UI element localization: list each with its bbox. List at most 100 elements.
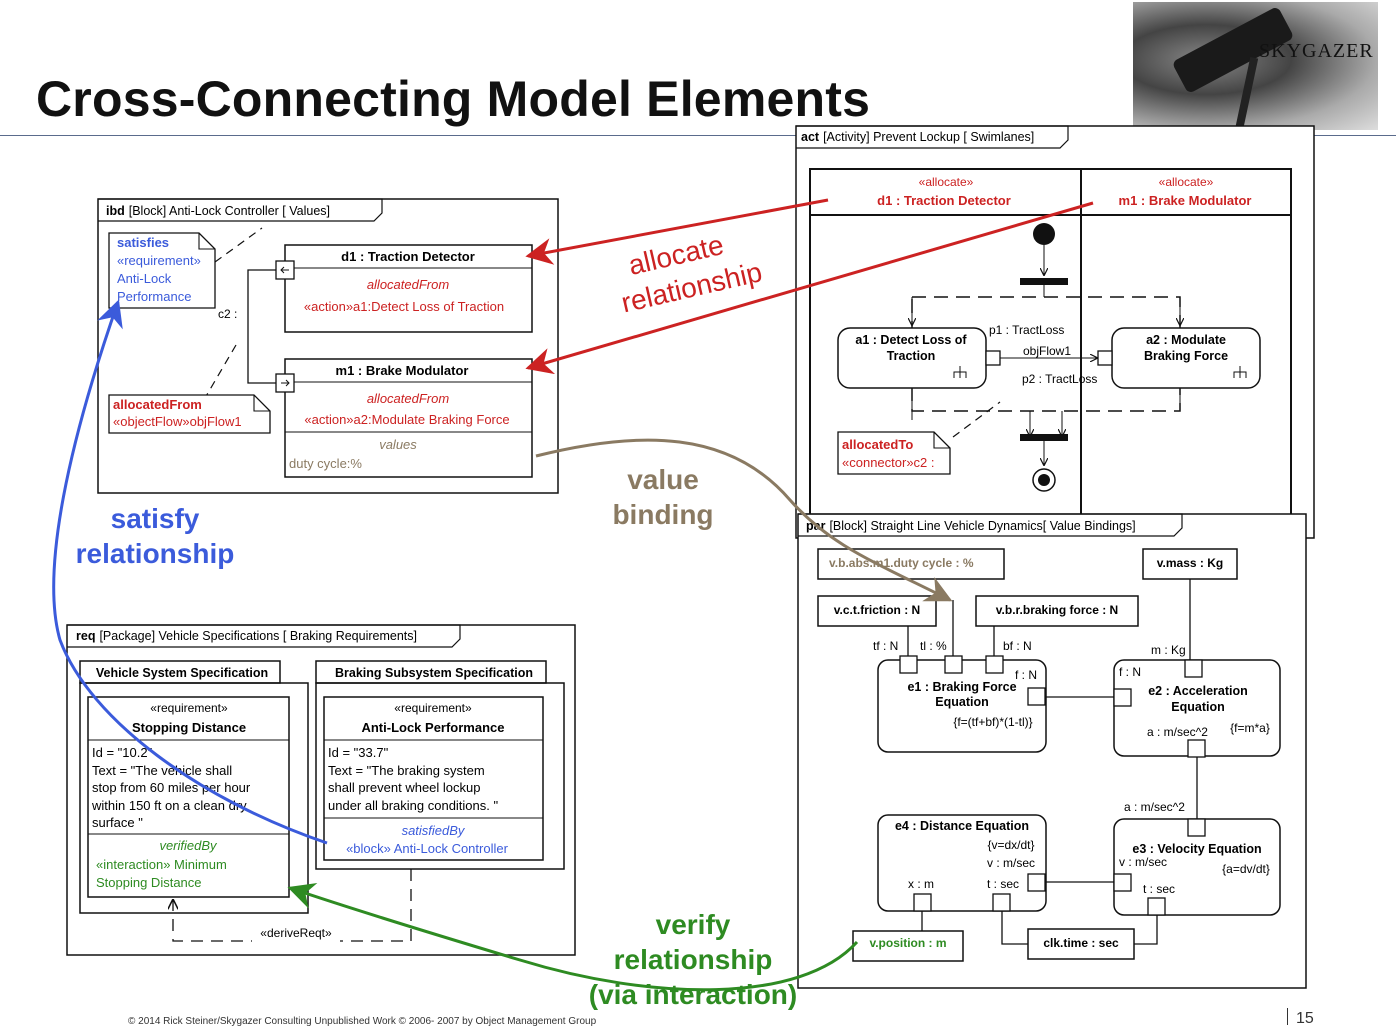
- svg-text:{a=dv/dt}: {a=dv/dt}: [1222, 862, 1270, 876]
- lane2-name: m1 : Brake Modulator: [1119, 193, 1252, 208]
- vct-property: v.c.t.friction : N: [834, 603, 920, 617]
- svg-text:e3 : Velocity Equation: e3 : Velocity Equation: [1132, 842, 1261, 856]
- allocate-arrow-m1: [525, 201, 1094, 375]
- allocate-arrow-d1: [525, 198, 829, 265]
- svg-text:surface ": surface ": [92, 815, 143, 830]
- ibd-part-m1: m1 : Brake Modulator allocatedFrom «acti…: [275, 358, 533, 478]
- svg-text:v : m/sec: v : m/sec: [1119, 855, 1167, 869]
- value-callout-line2: binding: [612, 499, 713, 530]
- svg-text:{f=m*a}: {f=m*a}: [1230, 721, 1270, 735]
- svg-text:Anti-Lock Performance: Anti-Lock Performance: [361, 720, 504, 735]
- svg-text:«requirement»: «requirement»: [394, 701, 472, 715]
- svg-text:e1 : Braking Force: e1 : Braking Force: [907, 680, 1016, 694]
- fork-bar: [1020, 278, 1068, 285]
- verify-callout-line3: (via interaction): [589, 979, 797, 1010]
- svg-text:tl : %: tl : %: [920, 639, 947, 653]
- action-a2: a2 : Modulate Braking Force: [1097, 327, 1261, 389]
- ibd-satisfies-note: satisfies «requirement» Anti-Lock Perfor…: [108, 232, 216, 309]
- svg-text:e4 : Distance Equation: e4 : Distance Equation: [895, 819, 1029, 833]
- svg-text:t : sec: t : sec: [1143, 882, 1175, 896]
- svg-text:Id = "33.7": Id = "33.7": [328, 745, 389, 760]
- bss-title: Braking Subsystem Specification: [335, 666, 533, 680]
- svg-text:{f=(tf+bf)*(1-tl)}: {f=(tf+bf)*(1-tl)}: [953, 715, 1032, 729]
- initial-node: [1033, 223, 1055, 245]
- svg-text:shall prevent wheel lockup: shall prevent wheel lockup: [328, 780, 480, 795]
- lane1-stereotype: «allocate»: [919, 175, 974, 189]
- svg-text:under all braking conditions.: under all braking conditions. ": [328, 798, 498, 813]
- svg-text:values: values: [379, 437, 417, 452]
- ibd-allocatedfrom-note: allocatedFrom «objectFlow»objFlow1: [108, 394, 271, 434]
- svg-text:Traction: Traction: [887, 349, 936, 363]
- svg-text:Text = "The braking system: Text = "The braking system: [328, 763, 485, 778]
- svg-text:within 150 ft on a clean dry: within 150 ft on a clean dry: [91, 798, 247, 813]
- lane1-name: d1 : Traction Detector: [877, 193, 1011, 208]
- requirement-anti-lock: «requirement» Anti-Lock Performance Id =…: [323, 696, 544, 861]
- act-diagram: act[Activity] Prevent Lockup [ Swimlanes…: [795, 125, 1315, 539]
- ibd-header: ibd[Block] Anti-Lock Controller [ Values…: [106, 204, 330, 218]
- pin-p1-label: p1 : TractLoss: [989, 323, 1064, 337]
- req-header: req[Package] Vehicle Specifications [ Br…: [76, 629, 417, 643]
- svg-text:allocatedFrom: allocatedFrom: [113, 397, 202, 412]
- svg-text:allocatedFrom: allocatedFrom: [367, 391, 450, 406]
- svg-text:a2 : Modulate: a2 : Modulate: [1146, 333, 1226, 347]
- svg-text:«requirement»: «requirement»: [117, 253, 201, 268]
- svg-text:duty cycle:%: duty cycle:%: [289, 456, 362, 471]
- svg-text:a1 : Detect Loss of: a1 : Detect Loss of: [855, 333, 967, 347]
- svg-text:satisfiedBy: satisfiedBy: [402, 823, 466, 838]
- verify-arrow: [287, 883, 859, 992]
- svg-text:«interaction» Minimum: «interaction» Minimum: [96, 857, 227, 872]
- join-bar: [1020, 434, 1068, 441]
- svg-text:Anti-Lock: Anti-Lock: [117, 271, 172, 286]
- satisfy-callout-line2: relationship: [76, 538, 235, 569]
- svg-text:m : Kg: m : Kg: [1151, 643, 1186, 657]
- svg-text:Stopping Distance: Stopping Distance: [132, 720, 246, 735]
- page-number: 15: [1296, 1010, 1314, 1027]
- svg-text:d1 : Traction Detector: d1 : Traction Detector: [341, 249, 475, 264]
- svg-text:v : m/sec: v : m/sec: [987, 856, 1035, 870]
- svg-text:Stopping Distance: Stopping Distance: [96, 875, 202, 890]
- constraint-e4: e4 : Distance Equation {v=dx/dt} v : m/s…: [877, 814, 1047, 912]
- vb-duty-property: v.b.abs.m1.duty cycle : %: [829, 556, 974, 570]
- objflow-label: objFlow1: [1023, 344, 1071, 358]
- svg-text:Id = "10.2": Id = "10.2": [92, 745, 153, 760]
- svg-text:«connector»c2 :: «connector»c2 :: [842, 455, 935, 470]
- svg-text:Braking Force: Braking Force: [1144, 349, 1228, 363]
- ibd-part-d1: d1 : Traction Detector allocatedFrom «ac…: [275, 244, 533, 333]
- vposition-property: v.position : m: [869, 936, 946, 950]
- svg-text:satisfies: satisfies: [117, 235, 169, 250]
- satisfy-arrow: [52, 299, 328, 845]
- svg-text:allocatedTo: allocatedTo: [842, 437, 913, 452]
- slide-title: Cross-Connecting Model Elements: [36, 71, 871, 127]
- constraint-e1: e1 : Braking Force Equation {f=(tf+bf)*(…: [873, 639, 1047, 753]
- svg-text:«objectFlow»objFlow1: «objectFlow»objFlow1: [113, 414, 242, 429]
- svg-text:f : N: f : N: [1015, 668, 1037, 682]
- req-diagram: req[Package] Vehicle Specifications [ Br…: [66, 624, 576, 956]
- svg-text:x : m: x : m: [908, 877, 934, 891]
- ibd-diagram: ibd[Block] Anti-Lock Controller [ Values…: [97, 198, 559, 494]
- clk-property: clk.time : sec: [1043, 936, 1119, 950]
- svg-text:«action»a1:Detect Loss of Trac: «action»a1:Detect Loss of Traction: [304, 299, 504, 314]
- svg-text:Equation: Equation: [1171, 700, 1224, 714]
- constraint-e3: e3 : Velocity Equation {a=dv/dt} v : m/s…: [1113, 818, 1281, 916]
- pin-p2-label: p2 : TractLoss: [1022, 372, 1097, 386]
- page-number-divider: [1287, 1008, 1288, 1025]
- par-diagram: par[Block] Straight Line Vehicle Dynamic…: [797, 513, 1307, 989]
- logo-text: SKYGAZER: [1259, 40, 1374, 62]
- lane2-stereotype: «allocate»: [1159, 175, 1214, 189]
- svg-text:stop from 60 miles per hour: stop from 60 miles per hour: [92, 780, 251, 795]
- svg-text:«block» Anti-Lock Controller: «block» Anti-Lock Controller: [346, 841, 509, 856]
- a-between-label: a : m/sec^2: [1124, 800, 1185, 814]
- svg-text:verifiedBy: verifiedBy: [159, 838, 218, 853]
- title-rule: [0, 135, 1396, 136]
- svg-text:Text = "The vehicle shall: Text = "The vehicle shall: [92, 763, 232, 778]
- svg-text:«action»a2:Modulate Braking Fo: «action»a2:Modulate Braking Force: [304, 412, 509, 427]
- svg-text:Equation: Equation: [935, 695, 988, 709]
- skygazer-logo: SKYGAZER: [1133, 2, 1378, 130]
- svg-text:«requirement»: «requirement»: [150, 701, 228, 715]
- svg-text:t : sec: t : sec: [987, 877, 1019, 891]
- svg-text:e2 : Acceleration: e2 : Acceleration: [1148, 684, 1248, 698]
- par-header: par[Block] Straight Line Vehicle Dynamic…: [806, 519, 1136, 533]
- vss-title: Vehicle System Specification: [96, 666, 268, 680]
- svg-text:f : N: f : N: [1119, 665, 1141, 679]
